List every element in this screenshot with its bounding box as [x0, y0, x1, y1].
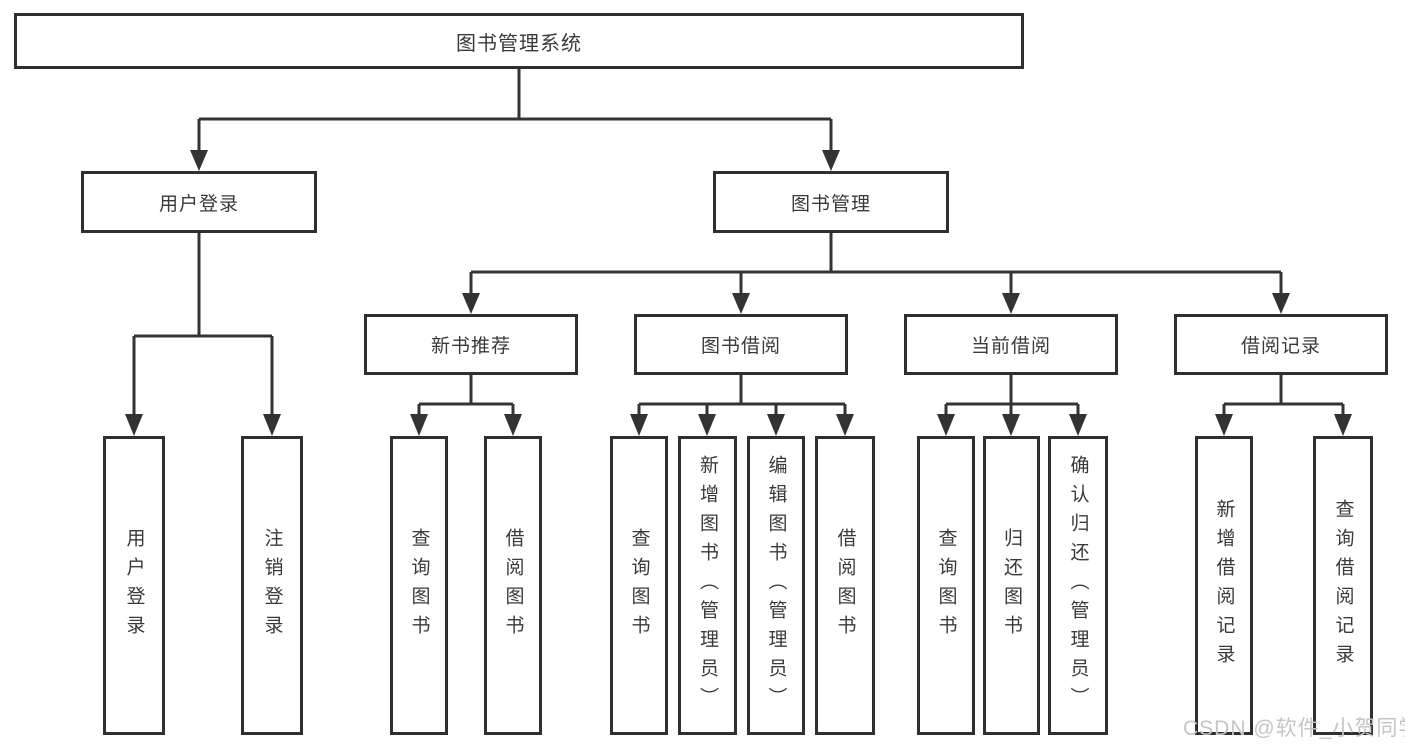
- arrowhead-book-management-node: [822, 150, 840, 171]
- arrowhead-leaf-borrow-books-1: [504, 414, 522, 436]
- leaf-add-borrow-record: 新增借阅记录: [1195, 436, 1253, 735]
- leaf-user-login: 用户登录: [103, 436, 165, 735]
- leaf-add-book-admin: 新增图书（管理员）: [678, 436, 737, 735]
- connector-user-login-branch: [132, 233, 274, 418]
- arrowhead-leaf-confirm-return: [1069, 414, 1087, 436]
- leaf-logout: 注销登录: [241, 436, 303, 735]
- node-book-borrowing: 图书借阅: [634, 314, 848, 375]
- node-library-system: 图书管理系统: [14, 13, 1024, 69]
- arrowhead-leaf-add-record: [1215, 414, 1233, 436]
- leaf-query-books-2: 查询图书: [610, 436, 668, 735]
- leaf-query-books-1: 查询图书: [390, 436, 448, 735]
- connector-book-management-branch: [469, 233, 1283, 296]
- arrowhead-user-login-node: [190, 150, 208, 171]
- node-user-login: 用户登录: [81, 171, 317, 233]
- arrowhead-current-borrow-node: [1002, 293, 1020, 314]
- connector-root-to-branches: [197, 68, 833, 153]
- leaf-query-books-3: 查询图书: [917, 436, 975, 735]
- node-book-management: 图书管理: [713, 171, 949, 233]
- node-borrowing-records: 借阅记录: [1174, 314, 1388, 375]
- arrowhead-leaf-user-login: [125, 414, 143, 436]
- arrowhead-leaf-return-books: [1002, 414, 1020, 436]
- arrowhead-leaf-query-books-3: [937, 414, 955, 436]
- leaf-confirm-return-admin: 确认归还（管理员）: [1048, 436, 1108, 735]
- arrowhead-leaf-add-book: [698, 414, 716, 436]
- arrowhead-borrow-record-node: [1272, 293, 1290, 314]
- arrowhead-leaf-borrow-books-2: [836, 414, 854, 436]
- connector-borrow-record-group: [1222, 375, 1345, 418]
- leaf-edit-book-admin: 编辑图书（管理员）: [747, 436, 805, 735]
- leaf-borrow-books-2: 借阅图书: [815, 436, 875, 735]
- leaf-return-books: 归还图书: [983, 436, 1040, 735]
- leaf-borrow-books-1: 借阅图书: [484, 436, 542, 735]
- connector-new-book-group: [417, 375, 515, 418]
- arrowhead-book-borrow-node: [732, 293, 750, 314]
- leaf-query-borrow-record: 查询借阅记录: [1313, 436, 1373, 735]
- arrowhead-leaf-logout: [263, 414, 281, 436]
- arrowhead-leaf-edit-book: [767, 414, 785, 436]
- node-new-book-recommendation: 新书推荐: [364, 314, 578, 375]
- connector-current-borrow-group: [944, 375, 1080, 418]
- arrowhead-leaf-query-record: [1334, 414, 1352, 436]
- arrowhead-leaf-query-books-2: [630, 414, 648, 436]
- connector-book-borrow-group: [637, 375, 847, 418]
- node-current-borrowing: 当前借阅: [904, 314, 1118, 375]
- arrowhead-new-book-node: [462, 293, 480, 314]
- arrowhead-leaf-query-books-1: [410, 414, 428, 436]
- watermark-text: CSDN @软件_小贺同学: [1183, 717, 1405, 740]
